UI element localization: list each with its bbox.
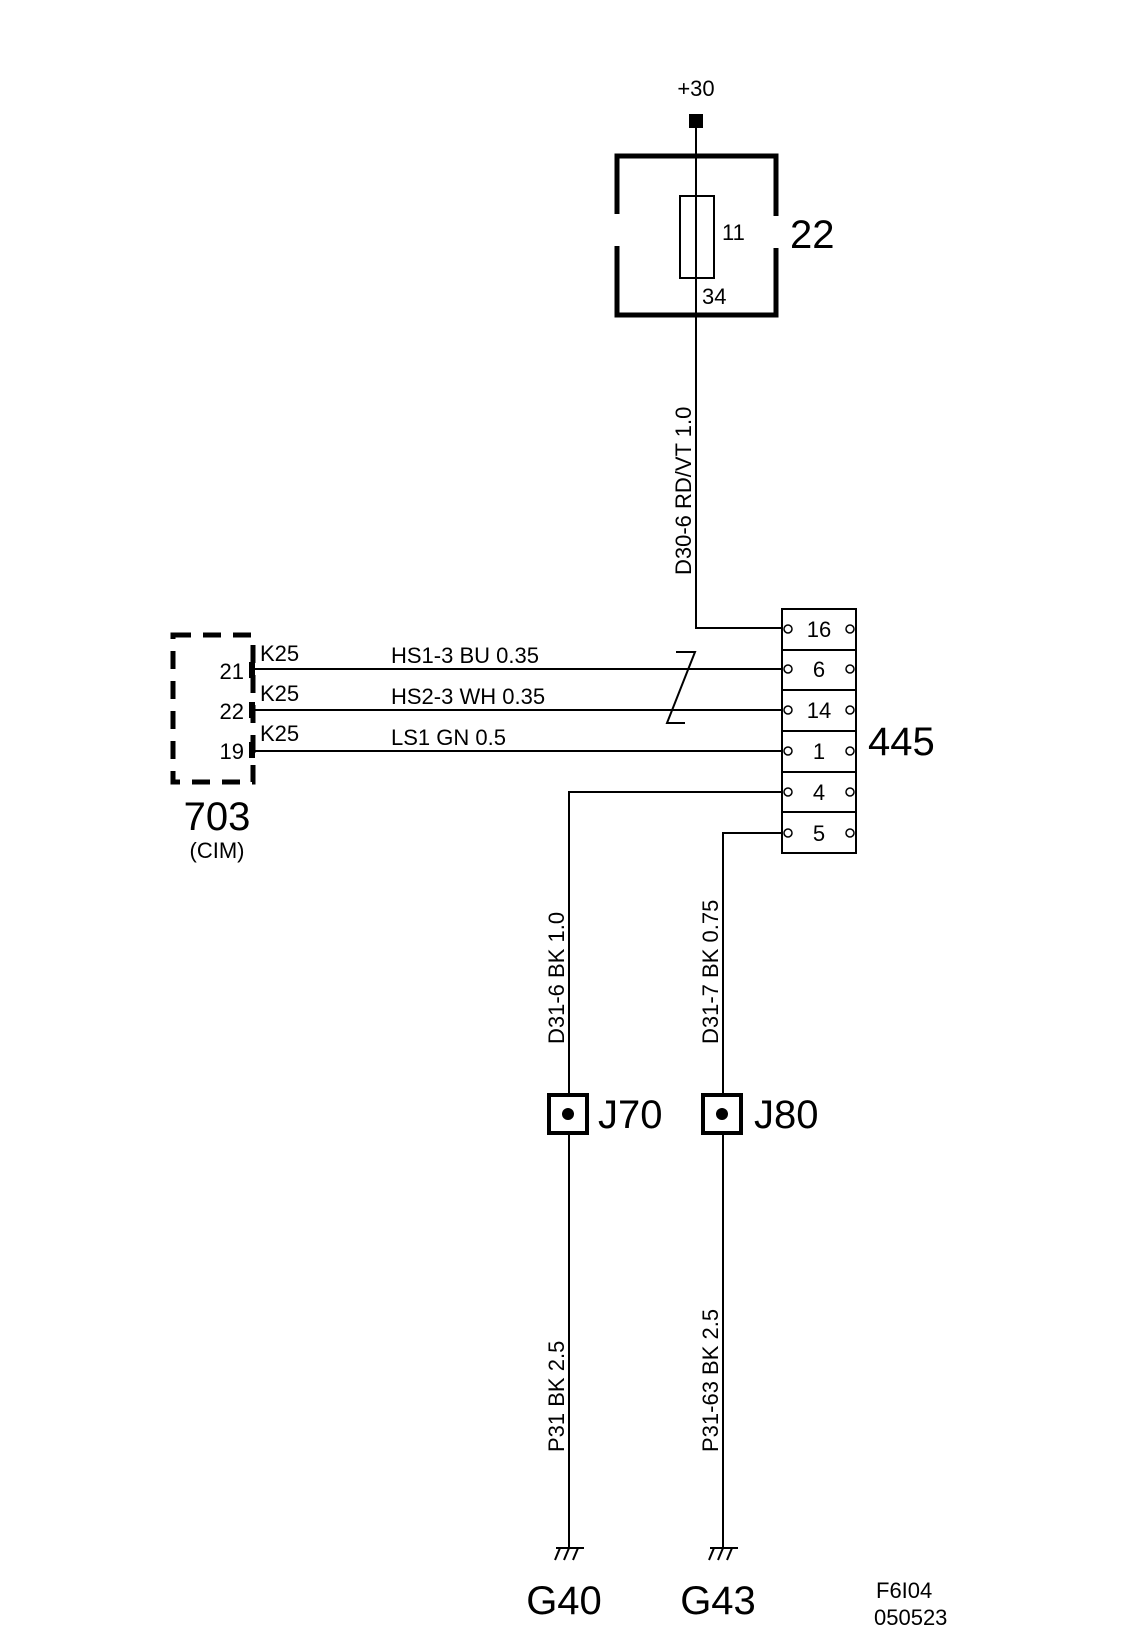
fuse-box-22: 11 34 22 [614, 128, 835, 318]
module-703-connector-label-1: K25 [260, 641, 299, 666]
ground-wire-label-p31-63: P31-63 BK 2.5 [698, 1309, 723, 1452]
module-703-pin-22: 22 [220, 699, 244, 724]
ground-wire-label-p31: P31 BK 2.5 [544, 1341, 569, 1452]
supply-label: +30 [677, 76, 714, 101]
module-703-pin-21: 21 [220, 659, 244, 684]
splice-j80 [701, 1093, 743, 1135]
connector-445-pin-16: 16 [807, 617, 831, 642]
ground-wire-label-d31-6: D31-6 BK 1.0 [544, 912, 569, 1044]
ground-symbol-g40 [554, 1547, 584, 1561]
splice-j70-label: J70 [598, 1093, 663, 1137]
connector-445-pin-14: 14 [807, 698, 831, 723]
module-703: 21 22 19 K25 K25 K25 [170, 632, 299, 785]
module-703-connector-label-3: K25 [260, 721, 299, 746]
supply-wire-label: D30-6 RD/VT 1.0 [671, 407, 696, 575]
footer-date: 050523 [874, 1605, 947, 1630]
fuse-box-id: 22 [790, 213, 835, 257]
connector-445-pin-5: 5 [813, 821, 825, 846]
connector-445-pin-1: 1 [813, 739, 825, 764]
ground-g43-label: G43 [680, 1579, 756, 1623]
ground-symbol-g43 [708, 1547, 738, 1561]
supply-terminal [689, 114, 703, 128]
bus-wires [255, 651, 782, 752]
bus-wire-label-ls1: LS1 GN 0.5 [391, 725, 506, 750]
module-703-connector-label-2: K25 [260, 681, 299, 706]
module-703-pin-19: 19 [220, 739, 244, 764]
ground-g40-label: G40 [526, 1579, 602, 1623]
splice-j80-label: J80 [754, 1093, 819, 1137]
ground-wire-label-d31-7: D31-7 BK 0.75 [698, 900, 723, 1044]
fuse-pin: 34 [702, 284, 726, 309]
fuse-number: 11 [722, 220, 745, 245]
connector-445: 16 6 14 1 4 5 [781, 608, 857, 854]
footer-code: F6I04 [876, 1578, 932, 1603]
connector-445-id: 445 [868, 720, 935, 764]
module-703-name: (CIM) [190, 838, 245, 863]
splice-j70 [547, 1093, 589, 1135]
bus-wire-label-hs2: HS2-3 WH 0.35 [391, 684, 545, 709]
bus-wire-label-hs1: HS1-3 BU 0.35 [391, 643, 539, 668]
connector-445-pin-4: 4 [813, 780, 825, 805]
module-703-id: 703 [184, 795, 251, 839]
connector-445-pin-6: 6 [813, 657, 825, 682]
